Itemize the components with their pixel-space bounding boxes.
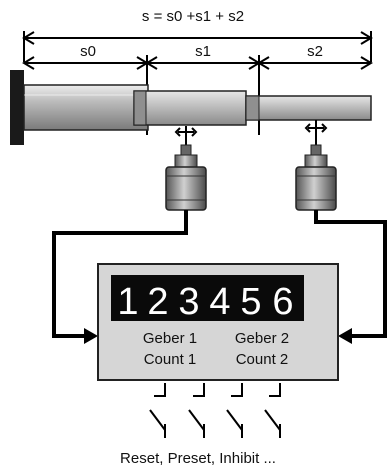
signal-cables (52, 210, 387, 338)
segment-label-s2: s2 (307, 43, 323, 60)
switch-inhibit (226, 383, 243, 438)
display-digit: 5 (240, 281, 261, 323)
counter-device: 1 2 3 4 5 6 Geber 1 Count 1 Geber 2 Coun… (97, 263, 339, 381)
display-digit: 3 (178, 281, 199, 323)
display-digit: 1 (117, 281, 138, 323)
switch-extra (264, 383, 281, 438)
display-digit: 4 (209, 281, 230, 323)
cylinder-stage-2 (133, 90, 247, 126)
encoder-1 (165, 126, 207, 211)
display-digit: 6 (272, 281, 293, 323)
switch-reset (149, 383, 166, 438)
channel-1-count-label: Count 1 (144, 351, 197, 368)
encoder-2 (295, 120, 337, 211)
input-arrow-right (338, 328, 352, 344)
display-digit: 2 (147, 281, 168, 323)
wall-mount (10, 70, 24, 145)
segment-label-s1: s1 (195, 43, 211, 60)
formula-label: s = s0 +s1 + s2 (142, 8, 244, 25)
control-switches (149, 383, 281, 438)
switch-preset (188, 383, 205, 438)
telescopic-cylinder (10, 70, 372, 145)
control-inputs-label: Reset, Preset, Inhibit ... (120, 450, 276, 467)
segment-label-s0: s0 (80, 43, 96, 60)
total-dimension (22, 31, 373, 62)
channel-1-geber-label: Geber 1 (143, 330, 197, 347)
channel-2-geber-label: Geber 2 (235, 330, 289, 347)
cylinder-stage-1 (23, 84, 149, 131)
input-arrow-left (84, 328, 98, 344)
cylinder-stage-3 (245, 95, 372, 121)
counter-display (111, 275, 304, 321)
segment-dimensions (22, 55, 373, 135)
channel-2-count-label: Count 2 (236, 351, 289, 368)
